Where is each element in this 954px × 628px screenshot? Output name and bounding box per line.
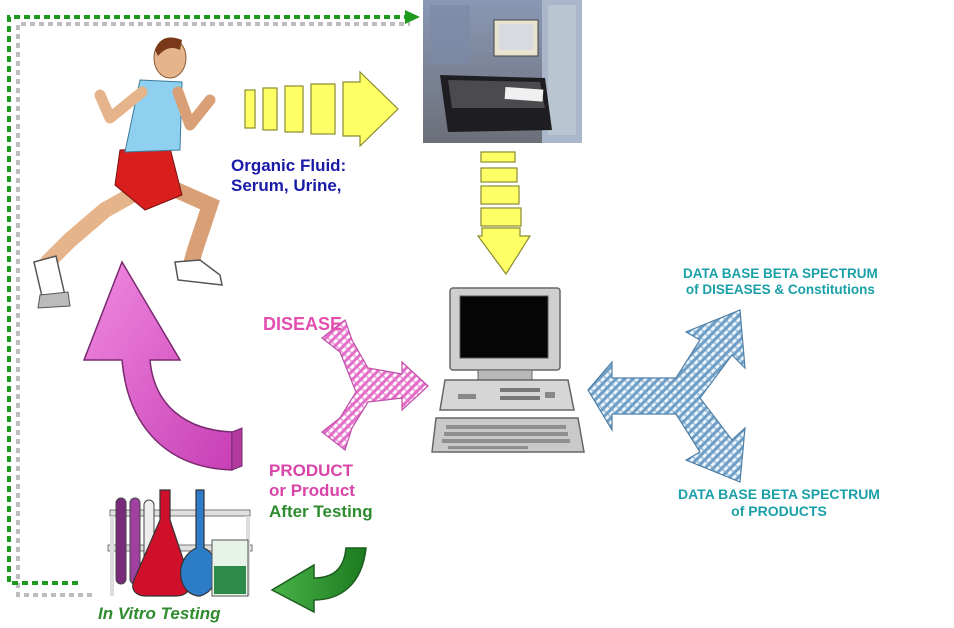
database-diseases-line-1: DATA BASE BETA SPECTRUM [683,266,878,281]
loop-gray-line [16,22,410,597]
organic-fluid-line-1: Organic Fluid: [231,156,347,175]
organic-fluid-line-2: Serum, Urine, [231,176,342,196]
magenta-curved-arrow-up-icon [82,260,243,471]
disease-product-merge-arrow-icon [321,319,429,452]
database-exchange-arrow-icon [587,309,746,483]
runner-figure-icon [33,37,223,309]
desktop-computer-icon [431,287,585,453]
loop-arrowhead-icon [405,10,420,24]
database-products-line-2: of PRODUCTS [731,502,827,519]
database-products-label: DATA BASE BETA SPECTRUM of PRODUCTS [678,486,880,520]
yellow-arrow-right-icon [244,70,399,148]
database-diseases-line-2: of DISEASES & Constitutions [685,282,875,298]
yellow-arrow-down-icon [476,151,532,276]
database-products-line-1: DATA BASE BETA SPECTRUM [678,486,880,502]
green-curved-arrow-icon [270,547,367,614]
organic-fluid-label: Organic Fluid: Serum, Urine, [231,156,346,197]
lab-flasks-icon [107,489,253,597]
after-testing-line: After Testing [269,501,373,521]
feedback-loop [7,10,420,597]
database-diseases-label: DATA BASE BETA SPECTRUM of DISEASES & Co… [683,266,878,298]
product-line-2: or Product [269,481,355,501]
disease-label: DISEASE [263,314,343,334]
product-label: PRODUCT or Product After Testing [269,461,373,522]
lab-analyzer-photo [423,0,582,143]
product-line-1: PRODUCT [269,461,354,480]
in-vitro-testing-label: In Vitro Testing [98,604,221,623]
loop-green-line [7,15,405,585]
